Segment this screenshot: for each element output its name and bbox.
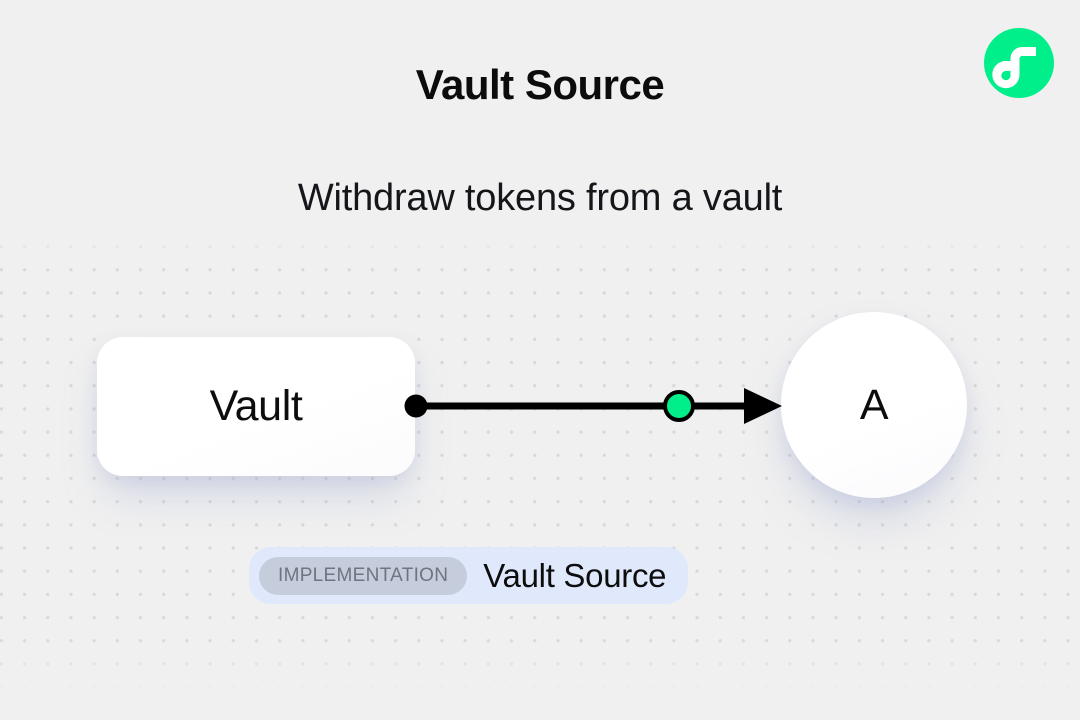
page-subtitle: Withdraw tokens from a vault (297, 177, 783, 219)
node-vault-label: Vault (209, 382, 303, 430)
page-title: Vault Source (415, 61, 665, 108)
implementation-kind-label: IMPLEMENTATION (278, 564, 449, 586)
implementation-kind-pill: IMPLEMENTATION (259, 556, 468, 595)
node-vault[interactable]: Vault (97, 337, 415, 476)
edge-arrowhead (744, 388, 782, 424)
flow-logo-icon (984, 28, 1054, 98)
node-a[interactable]: A (781, 312, 967, 498)
node-a-label: A (859, 380, 889, 429)
implementation-name-label: Vault Source (483, 556, 667, 594)
implementation-badge[interactable]: IMPLEMENTATION Vault Source (249, 547, 689, 604)
edge-midpoint-handle-icon (663, 390, 695, 422)
